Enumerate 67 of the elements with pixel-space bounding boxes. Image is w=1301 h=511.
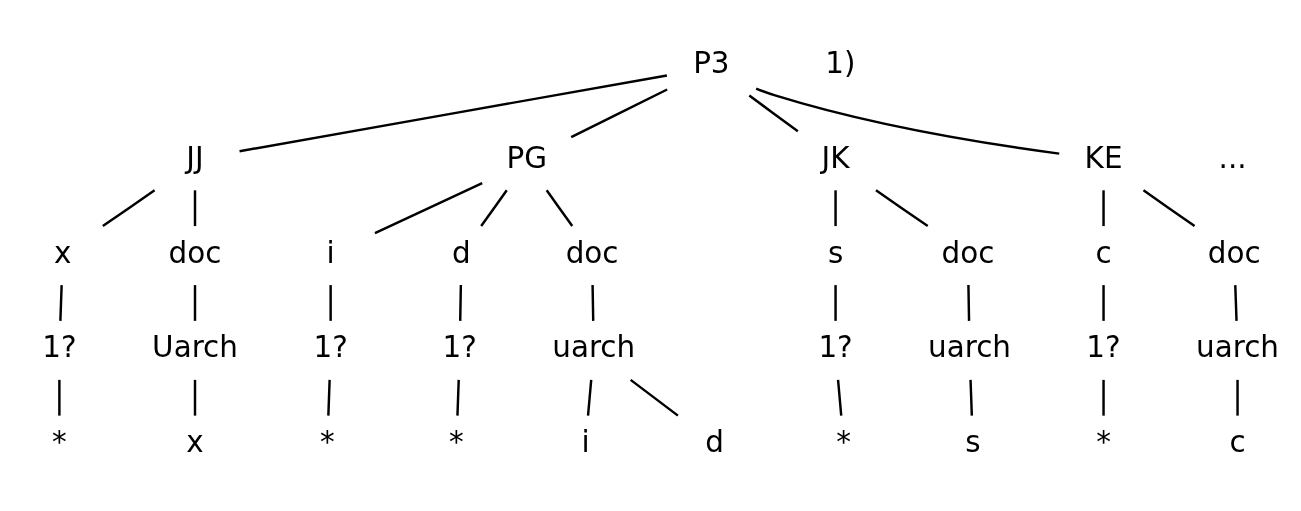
connector: [193, 379, 197, 416]
label: ...: [1218, 140, 1247, 175]
node-text: uarch: [552, 330, 636, 365]
connector: [329, 285, 332, 321]
connector: [1102, 285, 1105, 321]
connector: [459, 285, 463, 321]
node-text: d: [452, 235, 471, 270]
node-text: x: [53, 235, 72, 270]
connector: [1102, 190, 1105, 227]
node-text: PG: [506, 140, 547, 175]
connector: [58, 379, 61, 416]
node-text: doc: [1207, 235, 1261, 270]
node-text: i: [581, 425, 590, 460]
node-text: doc: [565, 235, 619, 270]
node-text: *: [52, 425, 67, 460]
connector: [59, 285, 63, 321]
connector: [836, 379, 843, 416]
node-text: *: [1096, 425, 1111, 460]
connector: [327, 379, 331, 416]
node-text: Uarch: [152, 330, 238, 365]
connector: [456, 379, 460, 416]
connector: [102, 189, 156, 228]
node-text: KE: [1084, 140, 1123, 175]
node-text: *: [449, 425, 464, 460]
connector: [755, 87, 1060, 155]
connector: [1236, 379, 1239, 416]
node-text: 1?: [818, 330, 853, 365]
connector: [1102, 379, 1105, 416]
connector: [1234, 285, 1238, 321]
label: 1): [825, 46, 856, 81]
connector: [480, 189, 508, 227]
node-text: doc: [941, 235, 995, 270]
connector: [374, 182, 483, 235]
connector: [629, 378, 679, 417]
node-text: 1?: [313, 330, 348, 365]
connector: [834, 285, 837, 321]
node-text: JK: [821, 140, 850, 175]
node-text: s: [965, 425, 981, 460]
node-text: P3: [693, 46, 730, 81]
connector: [967, 285, 971, 321]
connector: [591, 285, 595, 321]
connector: [570, 88, 668, 139]
node-text: 1?: [42, 330, 77, 365]
node-text: s: [827, 235, 844, 270]
connector: [586, 379, 593, 416]
node-text: x: [186, 425, 204, 460]
connector: [193, 285, 197, 321]
node-text: c: [1229, 425, 1246, 460]
node-text: JJ: [186, 140, 204, 175]
node-text: uarch: [1196, 330, 1279, 365]
connector: [1142, 189, 1196, 228]
node-text: *: [320, 425, 335, 460]
node-text: 1?: [1086, 330, 1121, 365]
node-text: 1?: [442, 330, 477, 365]
connector: [239, 74, 668, 153]
node-text: c: [1095, 235, 1112, 270]
connector: [969, 379, 974, 416]
connector: [193, 190, 197, 227]
node-text: uarch: [928, 330, 1011, 365]
connector: [748, 94, 799, 133]
node-text: *: [836, 425, 852, 460]
node-text: doc: [168, 235, 222, 270]
connector: [545, 189, 574, 227]
connector: [875, 189, 929, 228]
node-text: i: [326, 235, 335, 270]
connector: [834, 190, 837, 227]
node-text: d: [705, 425, 724, 460]
